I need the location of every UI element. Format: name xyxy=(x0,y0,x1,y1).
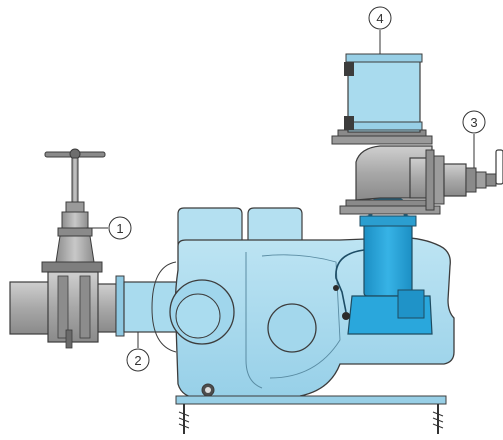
callout-2: 2 xyxy=(126,332,150,372)
callout-1-label: 1 xyxy=(116,221,123,236)
discharge-pipe xyxy=(339,145,503,215)
callout-4-label: 4 xyxy=(376,11,383,26)
anchor-bolts xyxy=(178,404,444,434)
callout-2-label: 2 xyxy=(134,353,141,368)
submersible-pump xyxy=(333,196,433,335)
callout-3-label: 3 xyxy=(470,115,477,130)
callout-3: 3 xyxy=(462,110,486,168)
upper-motor-housing xyxy=(344,53,423,133)
callout-4: 4 xyxy=(368,6,392,54)
gate-valve xyxy=(41,148,106,349)
callout-1: 1 xyxy=(86,216,132,240)
